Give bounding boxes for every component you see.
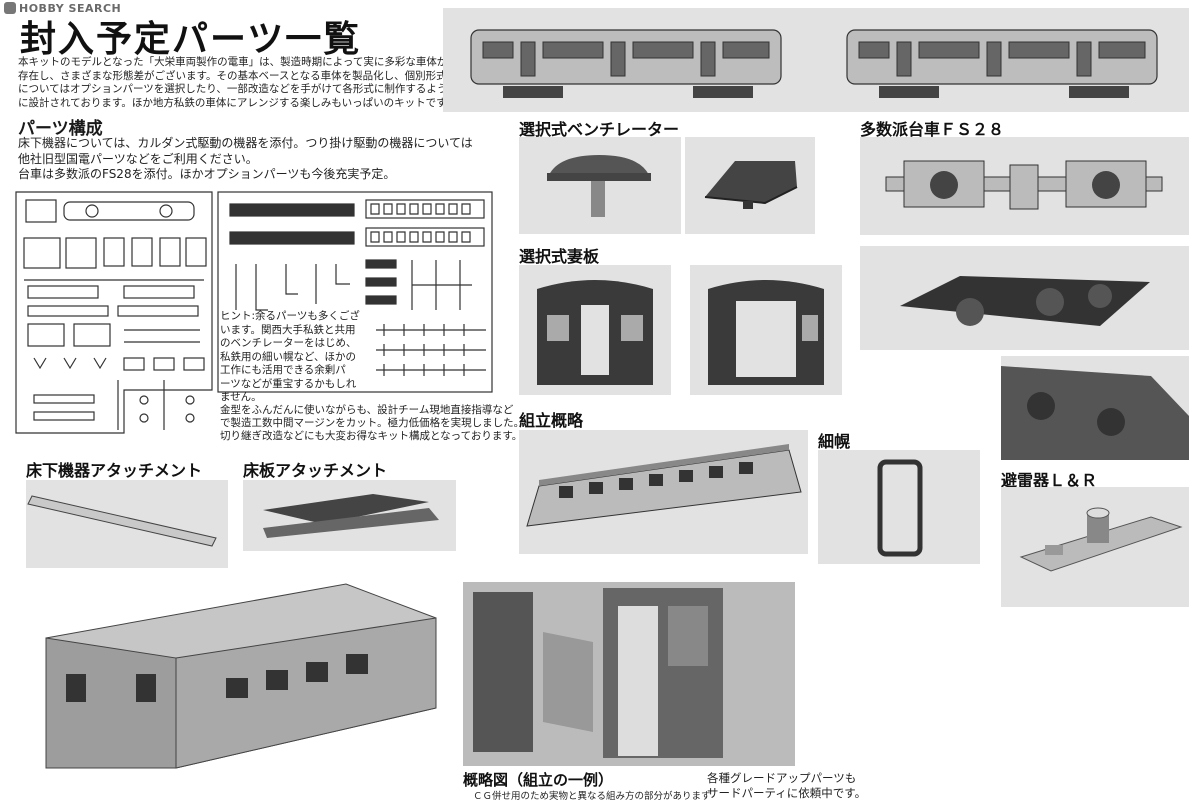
logo-icon: [4, 2, 16, 14]
watermark-logo: HOBBY SEARCH: [4, 2, 121, 15]
sprue-diagram-left: [14, 190, 214, 435]
bellows-image: [818, 450, 980, 564]
assembly-image: [519, 430, 808, 554]
overview-label: 概略図（組立の一例）: [463, 771, 614, 789]
ventilator-image-b: [685, 137, 815, 234]
truck-image-a: [860, 137, 1189, 235]
parts-text: 床下機器については、カルダン式駆動の機器を添付。つり掛け駆動の機器については他社…: [18, 136, 473, 181]
end-panel-label: 選択式妻板: [519, 247, 600, 266]
parts-heading: パーツ構成: [18, 119, 103, 139]
truck-image-c: [1001, 356, 1189, 460]
overview-note: ＣＧ併せ用のため実物と異なる組み方の部分があります: [473, 791, 711, 802]
hint-text: ヒント:余るパーツも多くございます。関西大手私鉄と共用のベンチレーターをはじめ、…: [220, 310, 360, 403]
bellows-label: 細幌: [818, 432, 851, 451]
train-side-view-panel: [443, 8, 1189, 112]
end-panel-image-a: [519, 265, 671, 395]
underfloor-attachment-label: 床下機器アタッチメント: [26, 461, 203, 480]
ventilator-image-a: [519, 137, 681, 234]
assembly-label: 組立概略: [519, 411, 584, 430]
truck-image-b: [860, 246, 1189, 350]
truck-label: 多数派台車ＦＳ２８: [860, 120, 1005, 139]
ventilator-label: 選択式ベンチレーター: [519, 120, 680, 139]
design-note: 金型をふんだんに使いながらも、設計チーム現地直接指導などで製造工数中間マージンを…: [220, 404, 525, 442]
underfloor-attachment-image: [26, 480, 228, 568]
floor-attachment-image: [243, 480, 456, 551]
car-body-render: [26, 578, 450, 802]
upgrade-note: 各種グレードアップパーツもサードパーティに依頼中です。: [707, 771, 867, 800]
floor-attachment-label: 床板アタッチメント: [243, 461, 388, 480]
page-title: 封入予定パーツ一覧: [20, 19, 362, 60]
arrester-image: [1001, 487, 1189, 607]
sprue-diagram-right: [216, 190, 496, 395]
intro-text: 本キットのモデルとなった「大栄車両製作の電車」は、製造時期によって実に多彩な車体…: [18, 56, 457, 109]
overview-render: [463, 582, 795, 766]
end-panel-image-b: [690, 265, 842, 395]
arrester-label: 避雷器Ｌ＆Ｒ: [1001, 471, 1098, 490]
